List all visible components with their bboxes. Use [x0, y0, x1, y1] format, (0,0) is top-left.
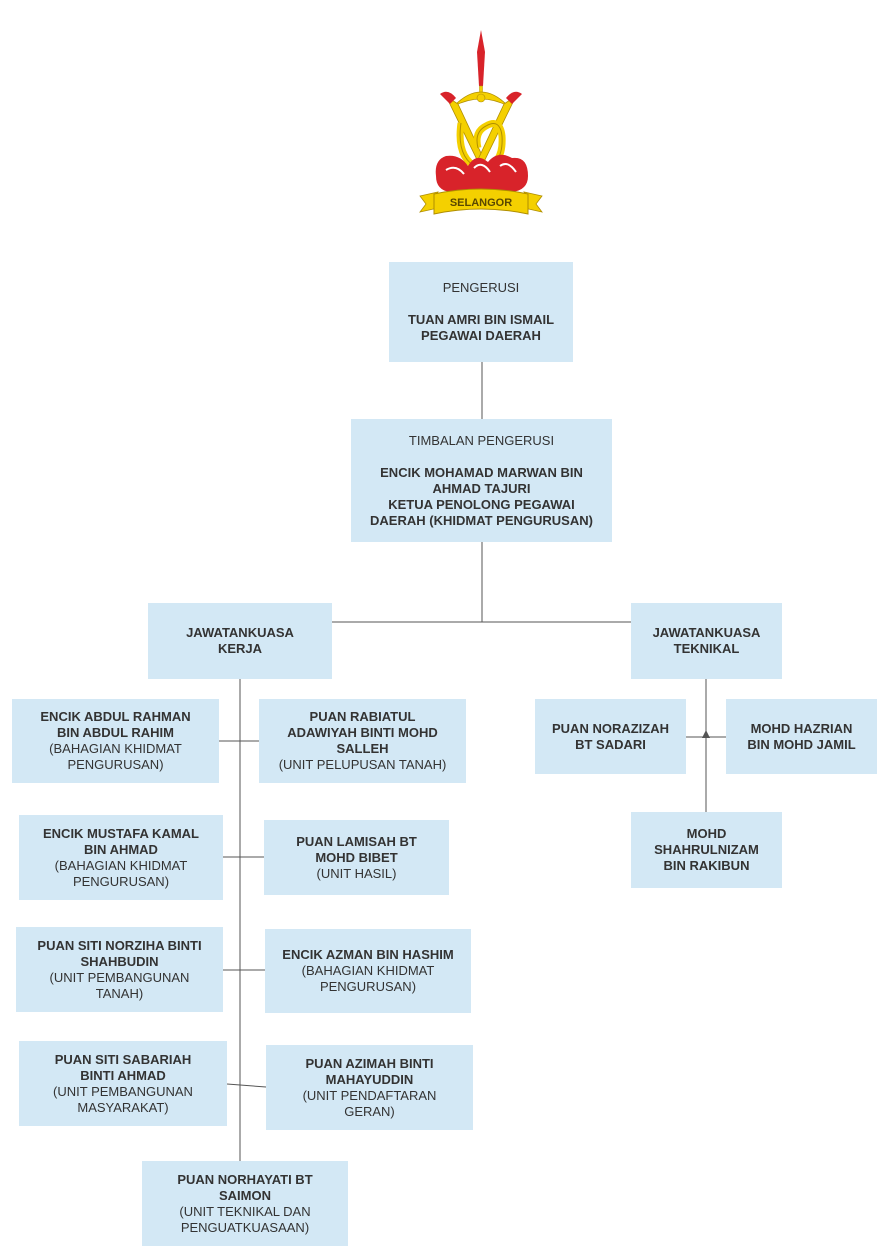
selangor-crest-logo: SELANGOR [419, 30, 543, 215]
member-box: ENCIK MUSTAFA KAMAL BIN AHMAD (BAHAGIAN … [19, 815, 223, 900]
member-unit: (UNIT PENDAFTARAN GERAN) [302, 1087, 437, 1119]
member-name: PUAN AZIMAH BINTI MAHAYUDDIN [305, 1055, 434, 1087]
chairman-name: TUAN AMRI BIN ISMAIL PEGAWAI DAERAH [407, 312, 555, 343]
committee-teknikal-box: JAWATANKUASA TEKNIKAL [631, 603, 782, 679]
crest-label: SELANGOR [450, 197, 512, 209]
chairman-box: PENGERUSI TUAN AMRI BIN ISMAIL PEGAWAI D… [389, 262, 573, 362]
member-name: MOHD SHAHRULNIZAM BIN RAKIBUN [654, 826, 759, 873]
member-unit: (UNIT PEMBANGUNAN TANAH) [49, 969, 190, 1001]
member-box: PUAN AZIMAH BINTI MAHAYUDDIN (UNIT PENDA… [266, 1045, 473, 1130]
member-unit: (UNIT PELUPUSAN TANAH) [278, 757, 447, 772]
member-box: PUAN LAMISAH BT MOHD BIBET (UNIT HASIL) [264, 820, 449, 895]
member-box: PUAN NORHAYATI BT SAIMON (UNIT TEKNIKAL … [142, 1161, 348, 1246]
committee-teknikal-name: JAWATANKUASA TEKNIKAL [652, 625, 761, 656]
junction-arrow-icon [702, 730, 710, 738]
committee-kerja-box: JAWATANKUASA KERJA [148, 603, 332, 679]
member-name: PUAN RABIATUL ADAWIYAH BINTI MOHD SALLEH [287, 709, 438, 756]
member-unit: (UNIT PEMBANGUNAN MASYARAKAT) [53, 1083, 193, 1115]
line-kerja-row4 [226, 1083, 267, 1088]
member-unit: (BAHAGIAN KHIDMAT PENGURUSAN) [54, 857, 188, 889]
member-name: ENCIK MUSTAFA KAMAL BIN AHMAD [43, 825, 199, 857]
member-unit: (UNIT HASIL) [316, 865, 397, 881]
member-name: PUAN NORHAYATI BT SAIMON [177, 1171, 313, 1203]
member-box: ENCIK ABDUL RAHMAN BIN ABDUL RAHIM (BAHA… [12, 699, 219, 783]
member-box: MOHD SHAHRULNIZAM BIN RAKIBUN [631, 812, 782, 888]
member-unit: (BAHAGIAN KHIDMAT PENGURUSAN) [301, 963, 435, 994]
member-name: PUAN SITI NORZIHA BINTI SHAHBUDIN [37, 937, 202, 969]
deputy-role: TIMBALAN PENGERUSI [408, 432, 555, 448]
member-name: PUAN LAMISAH BT MOHD BIBET [296, 833, 417, 865]
deputy-chairman-box: TIMBALAN PENGERUSI ENCIK MOHAMAD MARWAN … [351, 419, 612, 542]
member-box: PUAN NORAZIZAH BT SADARI [535, 699, 686, 774]
member-unit: (UNIT TEKNIKAL DAN PENGUATKUASAAN) [179, 1203, 311, 1235]
committee-kerja-name: JAWATANKUASA KERJA [186, 625, 294, 656]
member-unit: (BAHAGIAN KHIDMAT PENGURUSAN) [49, 741, 182, 772]
member-box: PUAN SITI NORZIHA BINTI SHAHBUDIN (UNIT … [16, 927, 223, 1012]
member-name: PUAN SITI SABARIAH BINTI AHMAD [54, 1051, 192, 1083]
member-name: MOHD HAZRIAN BIN MOHD JAMIL [747, 720, 856, 752]
deputy-name: ENCIK MOHAMAD MARWAN BIN AHMAD TAJURI KE… [370, 464, 593, 528]
member-name: ENCIK ABDUL RAHMAN BIN ABDUL RAHIM [40, 709, 191, 740]
member-name: ENCIK AZMAN BIN HASHIM [282, 947, 454, 962]
member-box: PUAN SITI SABARIAH BINTI AHMAD (UNIT PEM… [19, 1041, 227, 1126]
member-box: PUAN RABIATUL ADAWIYAH BINTI MOHD SALLEH… [259, 699, 466, 783]
chairman-role: PENGERUSI [442, 280, 520, 295]
member-box: ENCIK AZMAN BIN HASHIM (BAHAGIAN KHIDMAT… [265, 929, 471, 1013]
member-box: MOHD HAZRIAN BIN MOHD JAMIL [726, 699, 877, 774]
member-name: PUAN NORAZIZAH BT SADARI [552, 720, 669, 752]
